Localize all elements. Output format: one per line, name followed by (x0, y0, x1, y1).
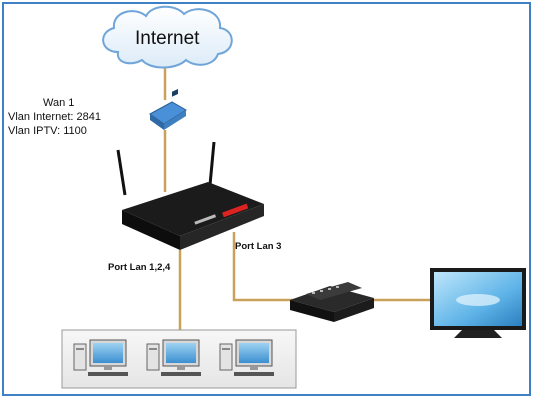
cables (163, 68, 432, 330)
diagram-border (2, 2, 531, 396)
cloud-icon (102, 5, 233, 69)
port-lan3-label: Port Lan 3 (235, 241, 282, 252)
vlan-iptv-label: Vlan IPTV: 1100 (8, 125, 87, 137)
cable-router-settop (232, 232, 295, 302)
pc-icon (73, 339, 128, 376)
router-icon (116, 141, 264, 250)
settop-box-icon (290, 282, 374, 322)
pc-icon (146, 339, 201, 376)
media-converter-icon (149, 88, 187, 130)
pc-icon (219, 339, 274, 376)
vlan-internet-label: Vlan Internet: 2841 (8, 111, 101, 123)
wan-label: Wan 1 (43, 97, 75, 109)
tv-icon (430, 268, 526, 338)
port-lan124-label: Port Lan 1,2,4 (108, 262, 171, 273)
pc-group (61, 329, 297, 389)
internet-label: Internet (135, 28, 200, 49)
